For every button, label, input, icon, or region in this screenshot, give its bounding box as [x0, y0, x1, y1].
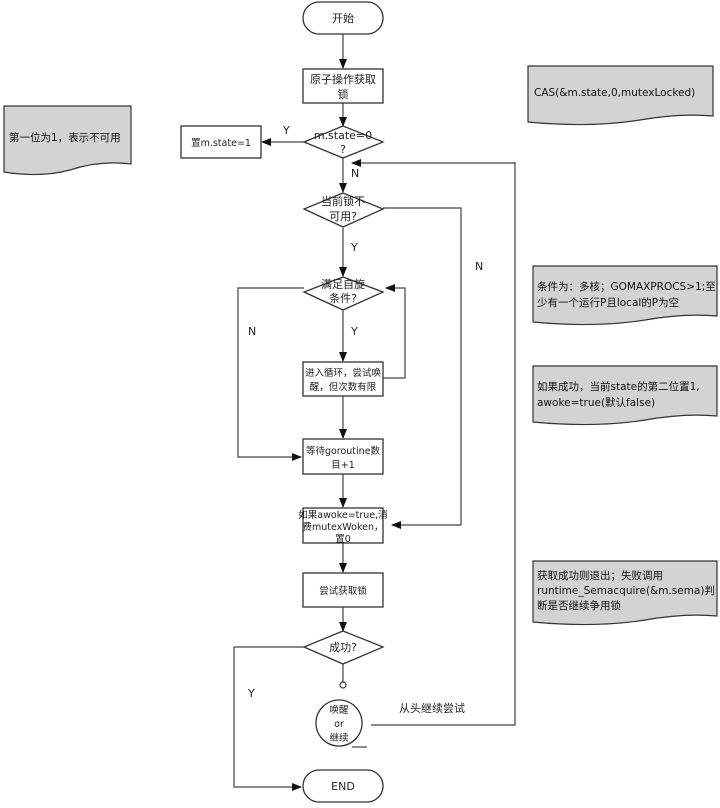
success-label: 成功? [329, 641, 357, 654]
note-spin-text-2: 少有一个运行P且local的P为空 [537, 296, 679, 309]
note-sema-text-2: runtime_Semacquire(&m.sema)判 [537, 585, 715, 597]
edge-retry-loop [371, 162, 516, 726]
state-check-label-1: m.state=0 [314, 129, 372, 142]
start-node[interactable]: 开始 [302, 1, 384, 35]
try-lock-node[interactable]: 尝试获取锁 [302, 572, 384, 608]
wake-label-1: 唤醒 [329, 704, 349, 716]
label-state-y: Y [282, 124, 290, 137]
edge-success-y [233, 646, 304, 791]
label-unavail-n: N [475, 260, 483, 273]
note-awoke-text-1: 如果成功，当前state的第二位置1, [537, 380, 700, 393]
note-spin: 条件为：多核；GOMAXPROCS>1;至 少有一个运行P且local的P为空 [532, 265, 718, 326]
state-check-label-2: ? [340, 143, 346, 156]
spin-loop-label-2: 醒，但次数有限 [310, 381, 377, 393]
label-state-n: N [351, 167, 359, 180]
note-spin-text-1: 条件为：多核；GOMAXPROCS>1;至 [537, 280, 716, 293]
edge-unavail-n [383, 207, 462, 529]
note-sema-text-1: 获取成功则退出；失败调用 [537, 569, 663, 582]
cas-label-2: 锁 [338, 87, 349, 101]
spin-cond-label-2: 条件? [329, 291, 357, 305]
note-sema-text-3: 断是否继续争用锁 [537, 599, 621, 612]
note-awoke: 如果成功，当前state的第二位置1, awoke=true(默认false) [532, 365, 718, 426]
awoke-label-3: 置0 [335, 534, 351, 545]
edge-loop-back [383, 284, 406, 379]
spin-loop-label-1: 进入循环，尝试唤 [305, 367, 382, 379]
edge-spin-n [237, 287, 304, 461]
awoke-label-2: 费mutexWoken， [303, 521, 384, 533]
cas-label-1: 原子操作获取 [310, 72, 376, 86]
label-retry: 从头继续尝试 [399, 701, 465, 715]
set-state-node[interactable]: 置m.state=1 [180, 125, 262, 159]
set-state-label: 置m.state=1 [191, 138, 251, 149]
connector-dot [339, 681, 347, 689]
unavailable-label-2: 可用? [329, 210, 357, 223]
note-sema: 获取成功则退出；失败调用 runtime_Semacquire(&m.sema)… [532, 560, 718, 626]
label-unavail-y: Y [350, 241, 358, 254]
success-decision[interactable]: 成功? [302, 630, 385, 665]
unavailable-label-1: 当前锁不 [321, 194, 365, 208]
end-node[interactable]: END [302, 769, 384, 803]
unavailable-decision[interactable]: 当前锁不 可用? [302, 192, 385, 228]
awoke-node[interactable]: 如果awoke=true,消 费mutexWoken， 置0 [298, 507, 388, 545]
edges [233, 34, 516, 791]
note-awoke-text-2: awoke=true(默认false) [537, 396, 655, 409]
wait-count-label-1: 等待goroutine数 [306, 445, 381, 457]
wait-count-label-2: 目+1 [331, 460, 355, 471]
note-cas-text: CAS(&m.state,0,mutexLocked) [534, 87, 695, 99]
awoke-label-1: 如果awoke=true,消 [298, 509, 387, 521]
spin-cond-label-1: 满足自旋 [321, 277, 365, 291]
label-spin-y: Y [350, 325, 358, 338]
note-bit1: 第一位为1，表示不可用 [3, 105, 132, 176]
wait-count-node[interactable]: 等待goroutine数 目+1 [302, 438, 384, 475]
cas-node[interactable]: 原子操作获取 锁 [302, 68, 384, 104]
label-success-y: Y [247, 687, 255, 700]
note-cas: CAS(&m.state,0,mutexLocked) [527, 65, 714, 126]
note-bit1-text: 第一位为1，表示不可用 [9, 131, 121, 144]
label-spin-n: N [248, 325, 256, 338]
spin-loop-node[interactable]: 进入循环，尝试唤 醒，但次数有限 [302, 361, 384, 397]
wake-label-2: or [334, 719, 344, 730]
spin-condition-decision[interactable]: 满足自旋 条件? [302, 276, 385, 311]
state-check-decision[interactable]: m.state=0 ? [302, 125, 385, 159]
end-label: END [331, 780, 355, 793]
wake-or-continue-node[interactable]: 唤醒 or 继续 [315, 699, 367, 748]
start-label: 开始 [332, 11, 354, 25]
wake-label-3: 继续 [329, 732, 349, 744]
try-lock-label: 尝试获取锁 [319, 585, 367, 597]
